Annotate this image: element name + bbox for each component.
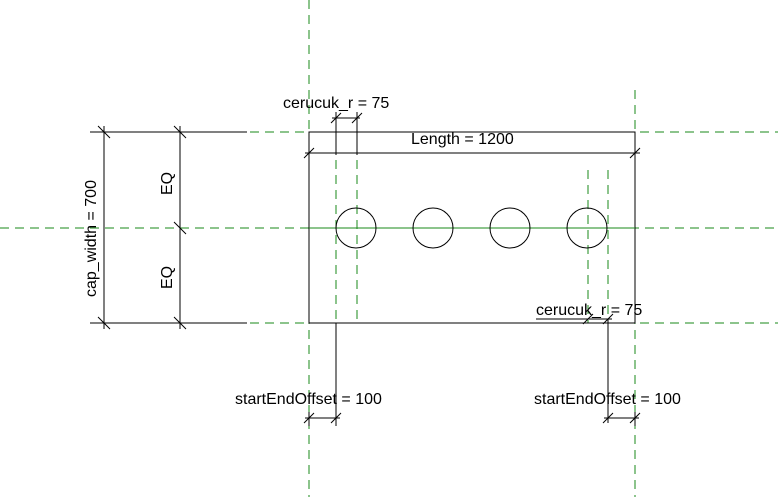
dim-eq-top-label[interactable]: EQ (159, 172, 176, 195)
dim-cap-width[interactable] (90, 125, 247, 330)
dim-cerucuk-r-right-label[interactable]: cerucuk_r = 75 (536, 302, 642, 319)
dim-cerucuk-r-top-label[interactable]: cerucuk_r = 75 (283, 95, 389, 112)
dim-eq[interactable] (173, 125, 187, 330)
dim-start-end-offset-left-label[interactable]: startEndOffset = 100 (235, 391, 382, 408)
pile-circle[interactable] (489, 207, 531, 249)
pile-circle[interactable] (412, 207, 454, 249)
dim-cerucuk-r-top[interactable] (330, 112, 363, 155)
dim-cap-width-label[interactable]: cap_width = 700 (83, 180, 100, 297)
pile-circle[interactable] (335, 207, 377, 249)
dim-eq-bottom-label[interactable]: EQ (159, 266, 176, 289)
dim-start-end-offset-left[interactable] (303, 323, 342, 426)
dim-start-end-offset-right[interactable] (602, 412, 641, 426)
pile-circle[interactable] (566, 207, 608, 249)
dim-start-end-offset-right-label[interactable]: startEndOffset = 100 (534, 391, 681, 408)
piles (335, 207, 608, 249)
dim-length[interactable] (303, 147, 641, 159)
dim-length-label[interactable]: Length = 1200 (411, 131, 514, 148)
dim-cerucuk-r-right[interactable] (536, 313, 614, 423)
